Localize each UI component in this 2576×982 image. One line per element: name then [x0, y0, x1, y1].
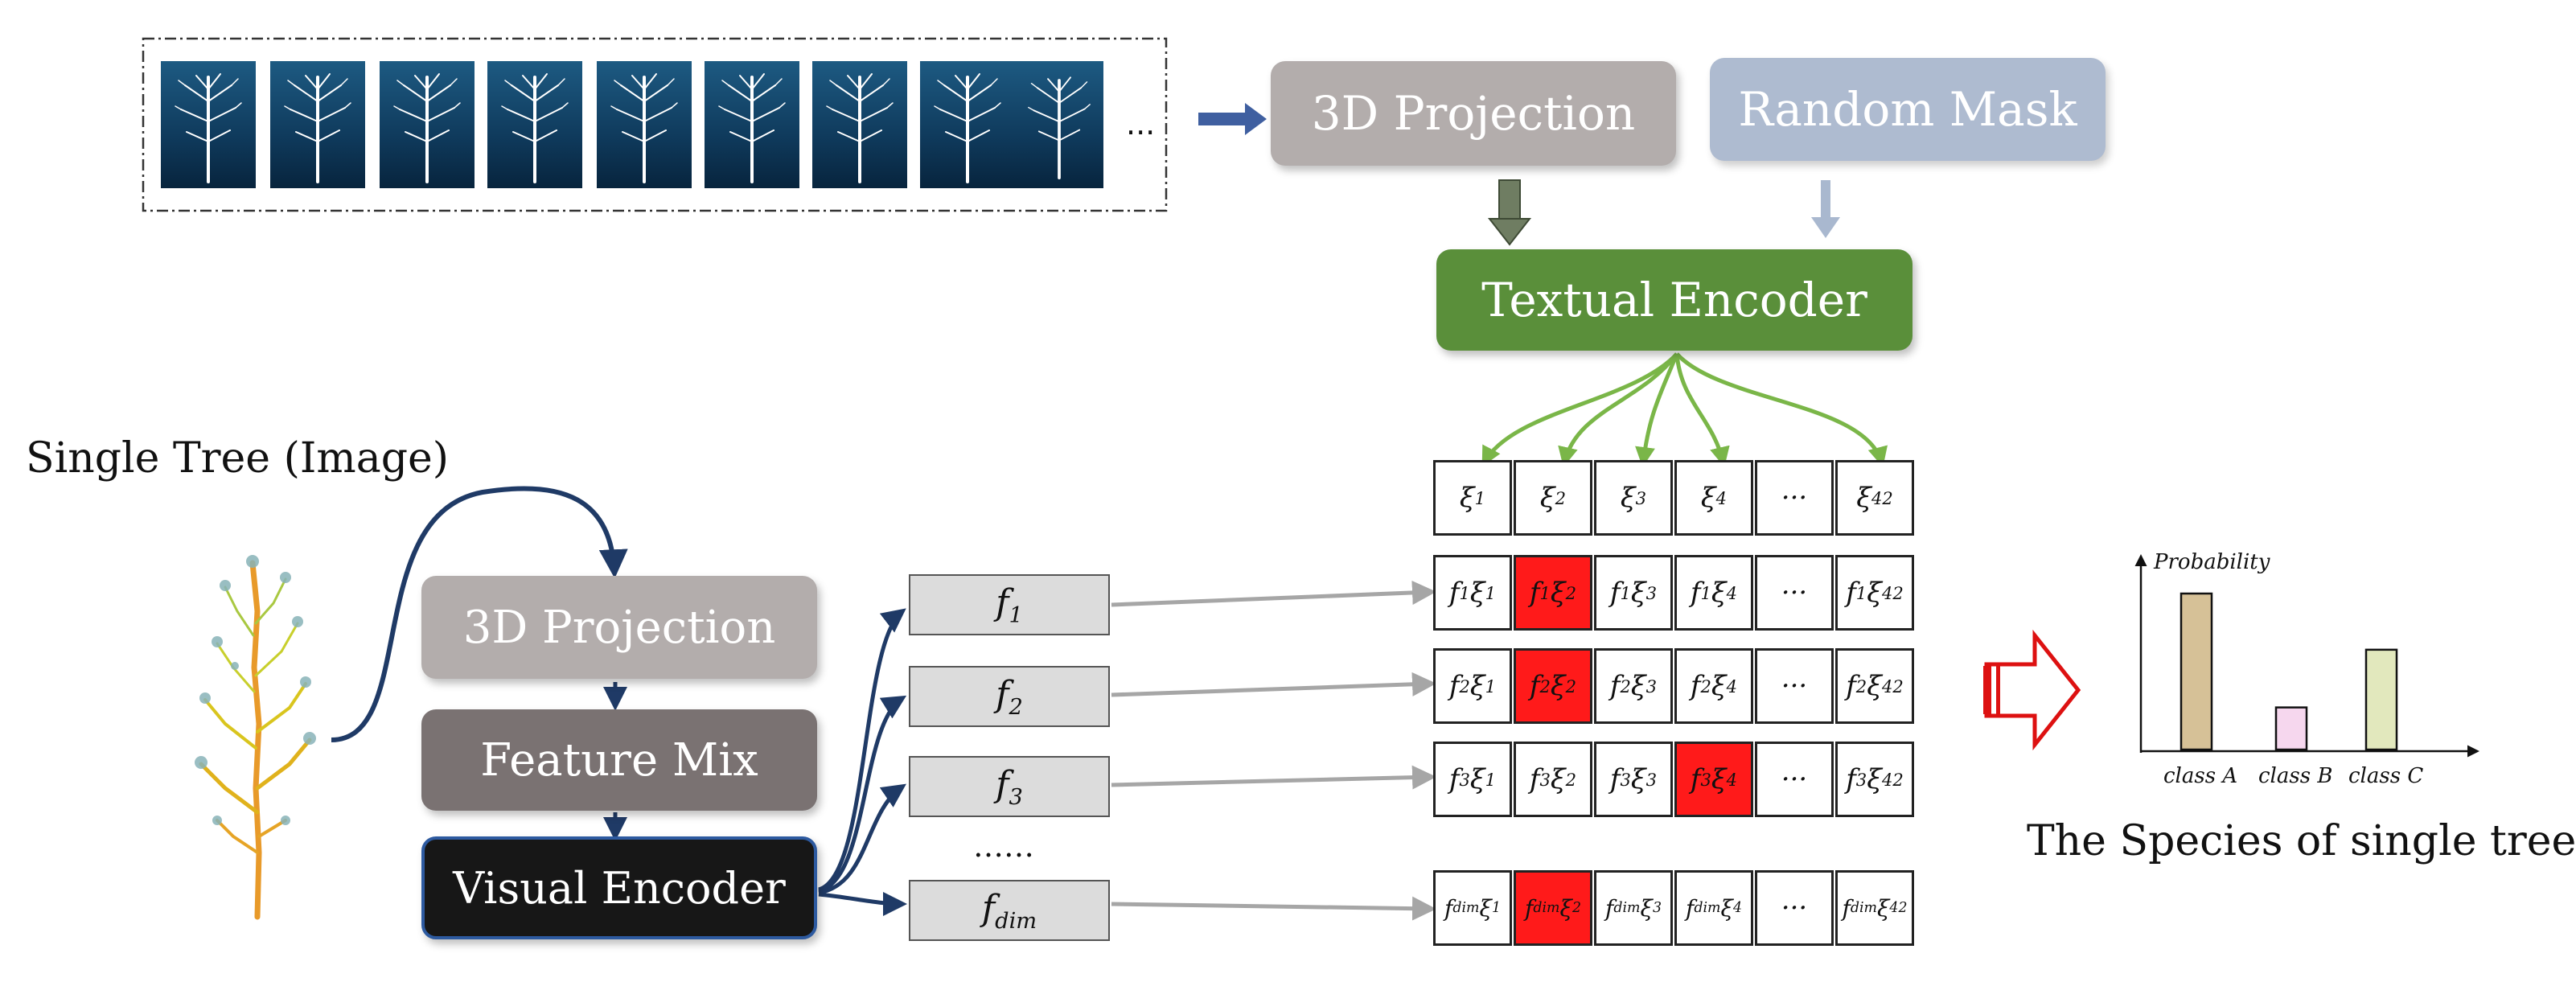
feature-mix-box: Feature Mix: [421, 709, 817, 811]
chart-ylabel: Probability: [2154, 550, 2270, 574]
chart-class-label: class A: [2163, 764, 2238, 788]
tree-thumbnail: [270, 61, 365, 188]
feature-f3-label: f3: [996, 763, 1023, 810]
visual-encoder-box: Visual Encoder: [421, 836, 817, 939]
matrix-cell: ···: [1755, 648, 1834, 724]
feature-f1: f1: [909, 574, 1110, 635]
tree-thumbnail: [380, 61, 475, 188]
textual-encoder-box: Textual Encoder: [1436, 249, 1912, 351]
probability-chart: [2134, 554, 2479, 758]
matrix-cell: ···: [1755, 742, 1834, 817]
matrix-header-cell: ···: [1755, 460, 1834, 536]
random-mask-box: Random Mask: [1710, 58, 2106, 161]
feature-mix-label: Feature Mix: [480, 733, 758, 787]
tree-to-projection-arrow: [331, 486, 628, 742]
projection-top-label: 3D Projection: [1311, 86, 1636, 141]
matrix-cell: ···: [1755, 870, 1834, 946]
chart-bar-3: [2364, 648, 2398, 751]
textual-encoder-label: Textual Encoder: [1481, 273, 1867, 327]
projection-box-top: 3D Projection: [1271, 61, 1676, 166]
single-tree-image: [195, 555, 316, 920]
projection-left-label: 3D Projection: [462, 601, 776, 654]
chart-class-label: class B: [2258, 764, 2333, 788]
mask-down-arrow: [1811, 180, 1840, 238]
feature-f1-label: f1: [996, 581, 1023, 628]
features-to-matrix-arrows: [1111, 580, 1436, 921]
random-mask-label: Random Mask: [1738, 82, 2077, 137]
projection-box-left: 3D Projection: [421, 576, 817, 679]
tree-thumbnail: [487, 61, 582, 188]
projection-down-arrow: [1487, 179, 1532, 246]
strip-to-projection-arrow: [1198, 103, 1267, 135]
feature-f2-label: f2: [996, 673, 1023, 720]
encoder-to-features-arrows: [818, 608, 907, 916]
textual-fanout-arrows: [1481, 352, 1888, 467]
tree-thumbnail: [597, 61, 692, 188]
visual-encoder-label: Visual Encoder: [453, 862, 786, 914]
feature-fdim-label: fdim: [981, 887, 1037, 934]
feature-f2: f2: [909, 666, 1110, 727]
chart-bar-2: [2274, 706, 2308, 751]
tree-thumbnail: [705, 61, 799, 188]
tree-thumbnail: [920, 61, 1015, 188]
tree-thumbnail: [812, 61, 907, 188]
strip-ellipsis: ...: [1126, 106, 1156, 142]
output-caption: The Species of single tree: [2027, 817, 2576, 865]
chart-bar-1: [2180, 592, 2213, 751]
image-strip-frame: [142, 37, 1168, 212]
input-label: Single Tree (Image): [26, 434, 450, 483]
feature-fdim: fdim: [909, 880, 1110, 941]
result-arrow: [1983, 629, 2081, 751]
tree-thumbnail: [1015, 61, 1103, 188]
feature-ellipsis: ……: [973, 828, 1034, 864]
chart-class-label: class C: [2348, 764, 2424, 788]
feature-f3: f3: [909, 756, 1110, 817]
tree-thumbnail: [161, 61, 256, 188]
matrix-cell: ···: [1755, 555, 1834, 631]
